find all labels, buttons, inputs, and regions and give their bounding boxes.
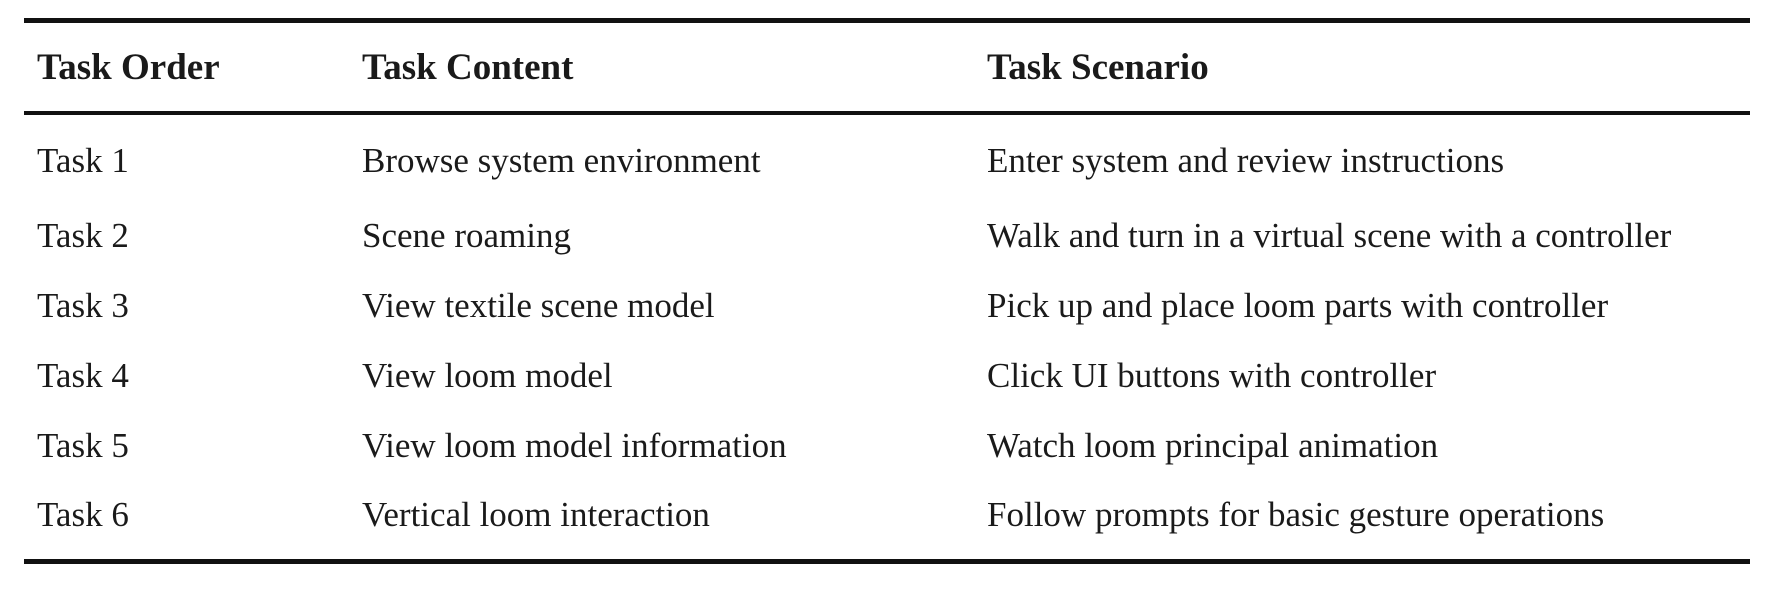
- table-row: Task 3 View textile scene model Pick up …: [24, 271, 1750, 341]
- table-row: Task 6 Vertical loom interaction Follow …: [24, 481, 1750, 562]
- header-task-content: Task Content: [362, 46, 574, 88]
- header-row: Task Order Task Content Task Scenario: [24, 20, 1750, 113]
- cell-task-order: Task 4: [37, 356, 129, 395]
- cell-task-scenario: Click UI buttons with controller: [987, 356, 1437, 395]
- cell-task-scenario: Watch loom principal animation: [987, 426, 1439, 465]
- table-row: Task 5 View loom model information Watch…: [24, 411, 1750, 481]
- table-row: Task 4 View loom model Click UI buttons …: [24, 341, 1750, 411]
- task-table: Task Order Task Content Task Scenario Ta…: [24, 18, 1750, 564]
- cell-task-order: Task 5: [37, 426, 129, 465]
- cell-task-content: Vertical loom interaction: [362, 495, 710, 534]
- cell-task-order: Task 3: [37, 286, 129, 325]
- cell-task-content: View textile scene model: [362, 286, 715, 325]
- cell-task-content: Browse system environment: [362, 141, 761, 180]
- cell-task-content: View loom model information: [362, 426, 787, 465]
- cell-task-scenario: Walk and turn in a virtual scene with a …: [987, 216, 1672, 255]
- table-body: Task 1 Browse system environment Enter s…: [24, 113, 1750, 562]
- cell-task-scenario: Enter system and review instructions: [987, 141, 1505, 180]
- cell-task-order: Task 6: [37, 495, 129, 534]
- cell-task-content: Scene roaming: [362, 216, 571, 255]
- table-header: Task Order Task Content Task Scenario: [24, 20, 1750, 113]
- table-row: Task 1 Browse system environment Enter s…: [24, 113, 1750, 201]
- cell-task-order: Task 1: [37, 141, 129, 180]
- cell-task-scenario: Follow prompts for basic gesture operati…: [987, 495, 1605, 534]
- cell-task-scenario: Pick up and place loom parts with contro…: [987, 286, 1609, 325]
- task-table-container: Task Order Task Content Task Scenario Ta…: [24, 18, 1750, 564]
- header-task-order: Task Order: [37, 46, 220, 88]
- table-row: Task 2 Scene roaming Walk and turn in a …: [24, 201, 1750, 271]
- cell-task-content: View loom model: [362, 356, 613, 395]
- header-task-scenario: Task Scenario: [987, 46, 1209, 88]
- cell-task-order: Task 2: [37, 216, 129, 255]
